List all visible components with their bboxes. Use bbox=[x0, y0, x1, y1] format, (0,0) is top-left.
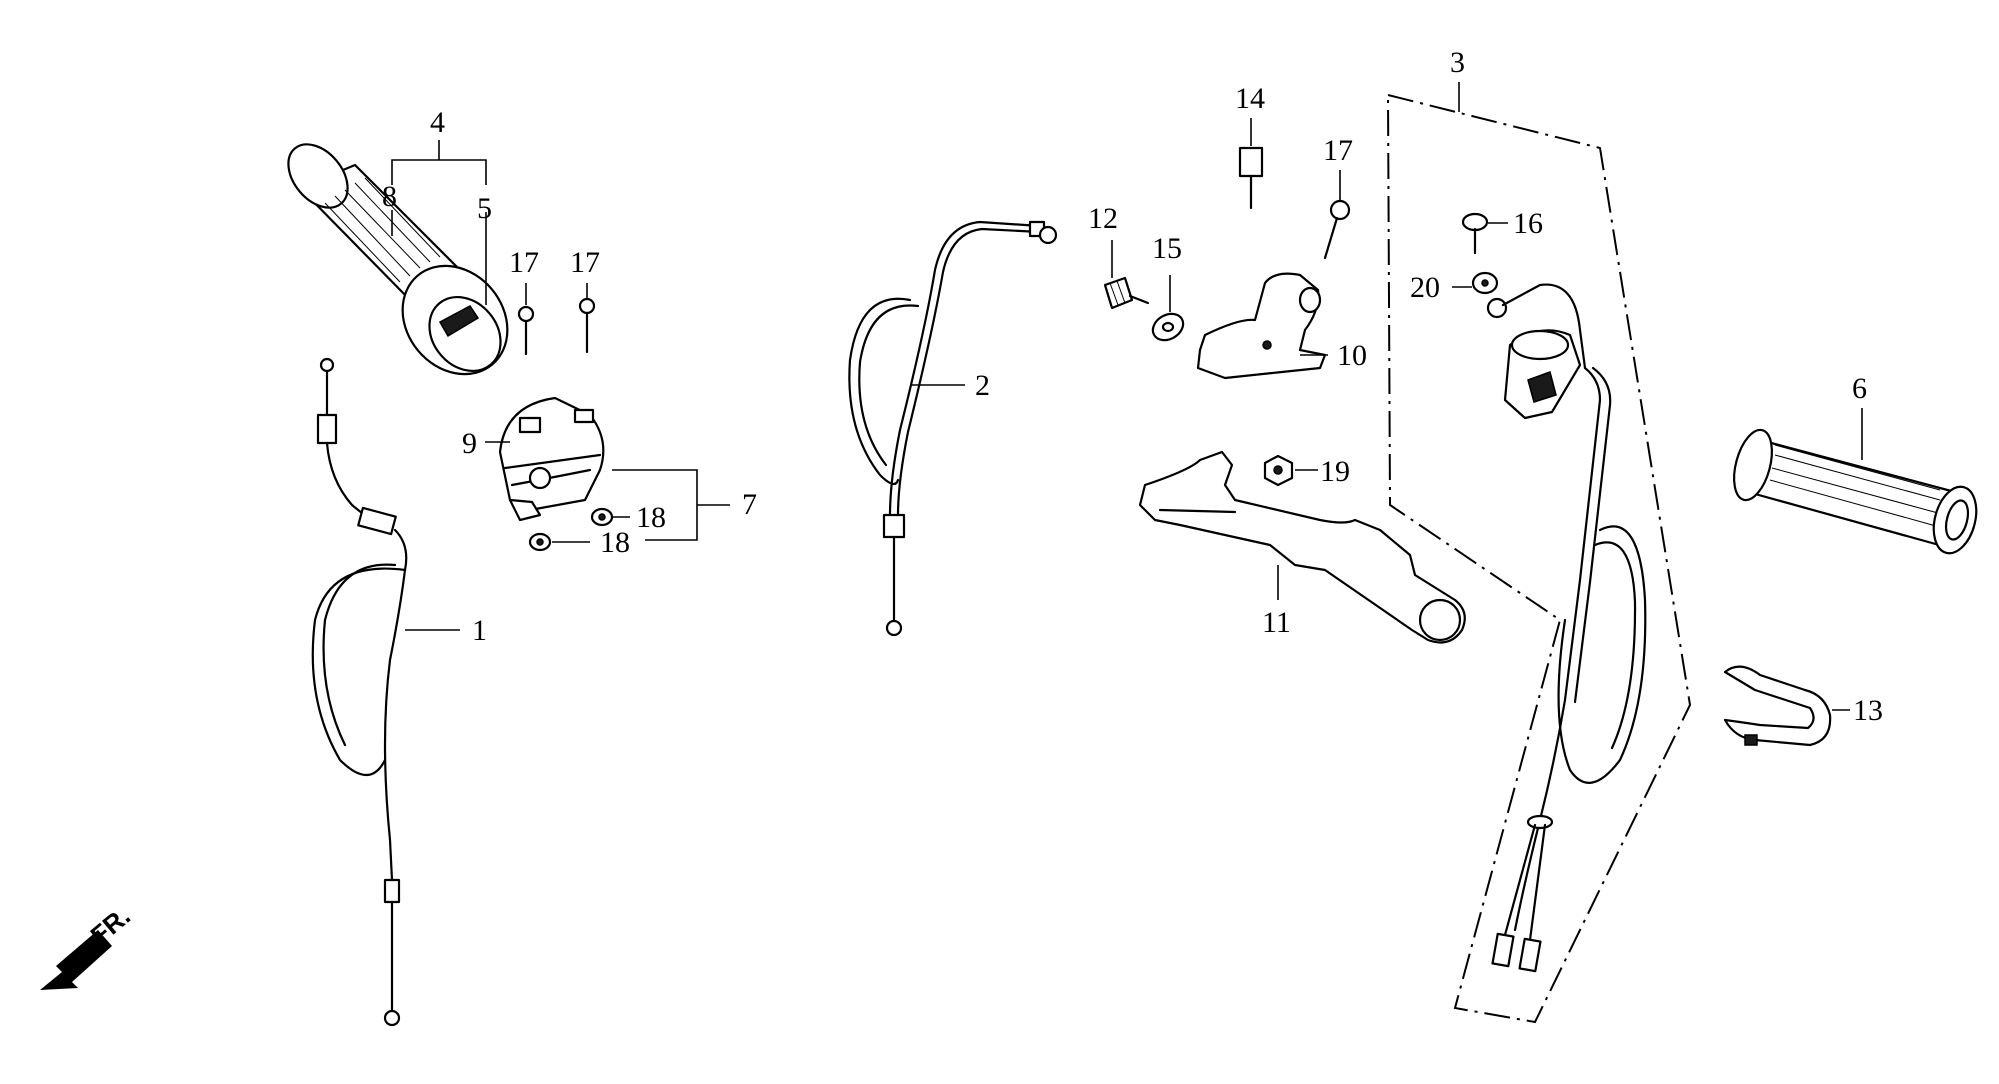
clamp-13 bbox=[1723, 665, 1832, 747]
throttle-housing bbox=[498, 396, 605, 522]
screw-17-b bbox=[578, 297, 596, 354]
left-grip-6 bbox=[1733, 428, 1978, 555]
callout-11: 11 bbox=[1262, 606, 1291, 639]
callout-4: 4 bbox=[430, 106, 445, 139]
callout-16: 16 bbox=[1513, 207, 1543, 240]
callout-13: 13 bbox=[1853, 694, 1883, 727]
lever-bracket-10 bbox=[1196, 272, 1327, 380]
bolt-14 bbox=[1238, 146, 1264, 210]
kill-switch bbox=[1486, 283, 1587, 420]
callout-15: 15 bbox=[1152, 232, 1182, 265]
callout-8: 8 bbox=[382, 180, 397, 213]
callout-7: 7 bbox=[742, 488, 757, 521]
callout-17-b: 17 bbox=[570, 246, 600, 279]
callout-20: 20 bbox=[1410, 271, 1440, 304]
throttle-cable bbox=[311, 357, 408, 1027]
callout-18-a: 18 bbox=[636, 501, 666, 534]
callout-14: 14 bbox=[1235, 82, 1265, 115]
screw-17-a bbox=[517, 305, 535, 356]
callout-9: 9 bbox=[462, 427, 477, 460]
callout-2: 2 bbox=[975, 369, 990, 402]
throttle-grip-assembly bbox=[287, 143, 509, 376]
callout-5: 5 bbox=[477, 192, 492, 225]
callout-1: 1 bbox=[472, 614, 487, 647]
nut-19 bbox=[1263, 454, 1294, 487]
part-3-boundary bbox=[1387, 94, 1692, 1024]
front-direction-arrow-icon bbox=[40, 930, 112, 990]
callout-17-a: 17 bbox=[509, 246, 539, 279]
callout-10: 10 bbox=[1337, 339, 1367, 372]
adjuster-bolt-12 bbox=[1103, 276, 1150, 310]
clutch-cable bbox=[848, 220, 1058, 637]
nut-18-b bbox=[528, 532, 552, 552]
callout-3: 3 bbox=[1450, 46, 1465, 79]
washer-15 bbox=[1151, 312, 1185, 342]
callout-17-c: 17 bbox=[1323, 134, 1353, 167]
callout-19: 19 bbox=[1320, 455, 1350, 488]
clutch-lever-11 bbox=[1138, 450, 1466, 644]
screw-16 bbox=[1461, 212, 1489, 255]
callout-12: 12 bbox=[1088, 202, 1118, 235]
callout-6: 6 bbox=[1852, 372, 1867, 405]
switch-harness bbox=[1491, 366, 1647, 973]
callout-4-bracket bbox=[391, 140, 487, 305]
nut-18-a bbox=[590, 507, 614, 527]
callout-18-b: 18 bbox=[600, 526, 630, 559]
washer-20 bbox=[1471, 271, 1499, 295]
screw-17-c bbox=[1323, 199, 1351, 260]
